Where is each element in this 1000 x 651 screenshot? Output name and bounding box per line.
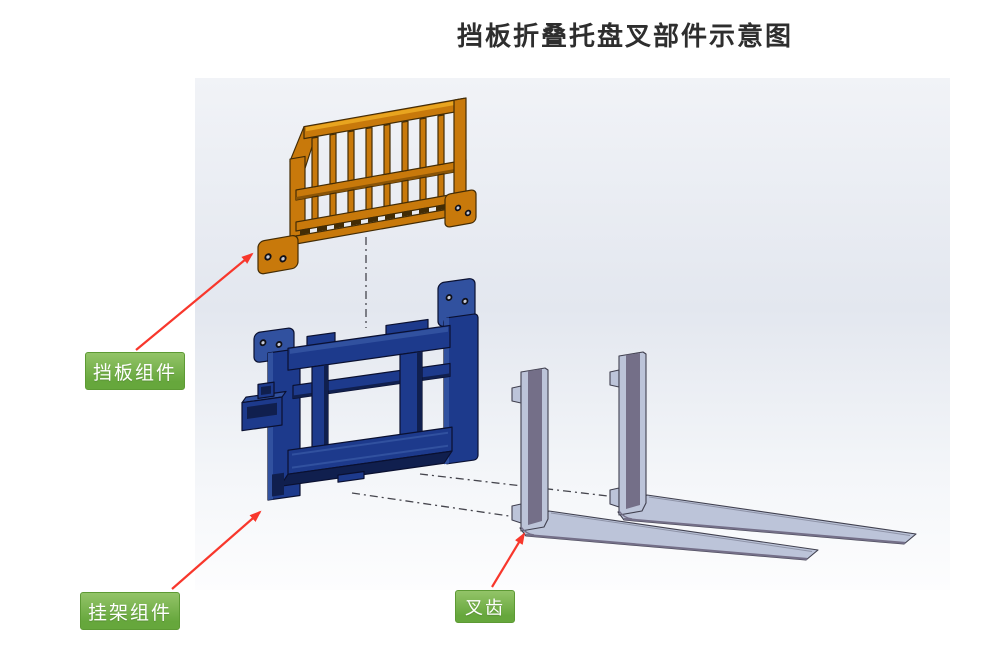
carriage-bottom-beam [272, 426, 453, 497]
assembly-axis-right-fork [419, 473, 609, 497]
arrow-to-carriage [171, 510, 262, 590]
callout-fork-tines: 叉齿 [455, 590, 515, 623]
page-title: 挡板折叠托盘叉部件示意图 [456, 22, 793, 51]
arrow-to-backrest [135, 252, 254, 351]
fork-carriage-part [241, 278, 479, 501]
callout-baffle-label: 挡板组件 [92, 362, 177, 384]
guard-left-mount-plate [257, 235, 299, 275]
guard-upper-slats [311, 114, 445, 188]
callout-baffle-assembly: 挡板组件 [85, 352, 185, 390]
callout-fork-label: 叉齿 [465, 597, 505, 618]
backrest-guard-part [257, 97, 477, 275]
arrow-to-fork [491, 532, 526, 588]
guard-right-mount-plate [444, 189, 477, 228]
assembly-axis-left-fork [351, 492, 510, 517]
callout-bracket-label: 挂架组件 [87, 602, 172, 624]
callout-bracket-assembly: 挂架组件 [80, 592, 180, 630]
